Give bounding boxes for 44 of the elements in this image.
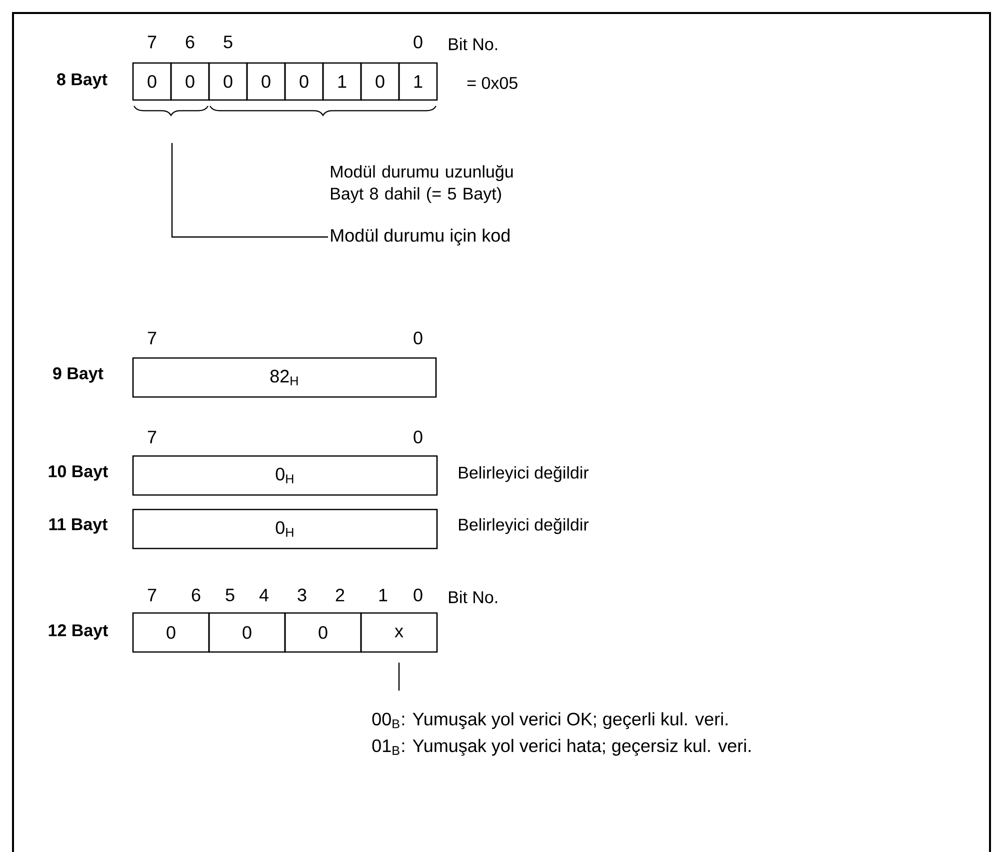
bit-number: 7 — [148, 430, 156, 444]
bit-number: 6 — [192, 588, 200, 602]
note-text: Bit No. — [449, 38, 498, 50]
bit-number: 7 — [148, 36, 156, 48]
byte-label: 12 Bayt — [48, 624, 108, 640]
bit-cell: 1 — [398, 62, 438, 101]
note-text: Belirleyici değildir — [459, 518, 589, 534]
bit-number: 0 — [414, 430, 422, 444]
bit-number: 3 — [298, 588, 306, 602]
note-text: Bit No. — [449, 590, 498, 604]
bit-cell: 82$_{H}$ — [132, 357, 437, 398]
bit-number: 4 — [259, 588, 268, 602]
bit-cell: 0 — [132, 62, 172, 101]
bit-cell: 1 — [322, 62, 362, 101]
bit-cell: 0$_{H}$ — [132, 508, 438, 550]
bit-cell: 0 — [360, 62, 400, 101]
bit-cell: x — [360, 612, 438, 653]
note-text: 00$_{B}$: Yumuşak yol verici OK; geçerli kul. veri. 01$_{B}$: Yumuşak yol verici hata; geçersiz kul. veri. — [372, 712, 750, 756]
bit-number: 6 — [186, 36, 194, 48]
bit-number: 5 — [226, 588, 234, 602]
note-text: Belirleyici değildir — [459, 466, 589, 482]
note-text: = 0x05 — [467, 76, 518, 90]
bit-number: 5 — [224, 36, 232, 48]
byte-label: 9 Bayt — [53, 367, 104, 383]
bit-number: 7 — [148, 588, 156, 602]
bit-cell: 0 — [208, 62, 248, 101]
bit-cell: 0$_{H}$ — [132, 455, 438, 496]
leader-line — [398, 662, 400, 691]
bit-number: 1 — [379, 588, 388, 602]
bit-number: 0 — [414, 588, 422, 602]
bit-cell: 0 — [170, 62, 210, 101]
bit-cell: 0 — [208, 612, 286, 653]
bit-cell: 0 — [284, 62, 324, 101]
bit-number: 2 — [336, 588, 344, 602]
bit-cell: 0 — [246, 62, 286, 101]
bit-number: 0 — [414, 36, 422, 48]
note-text: Modül durumu için kod — [331, 228, 510, 246]
bit-cell: 0 — [132, 612, 210, 653]
byte-label: 11 Bayt — [49, 518, 108, 534]
byte-label: 10 Bayt — [48, 465, 108, 481]
byte-label: 8 Bayt — [57, 73, 108, 89]
bit-cell: 0 — [284, 612, 362, 653]
leader-line — [171, 143, 328, 238]
note-text: Modül durumu uzunluğu Bayt 8 dahil (= 5 Bayt) — [331, 164, 513, 204]
